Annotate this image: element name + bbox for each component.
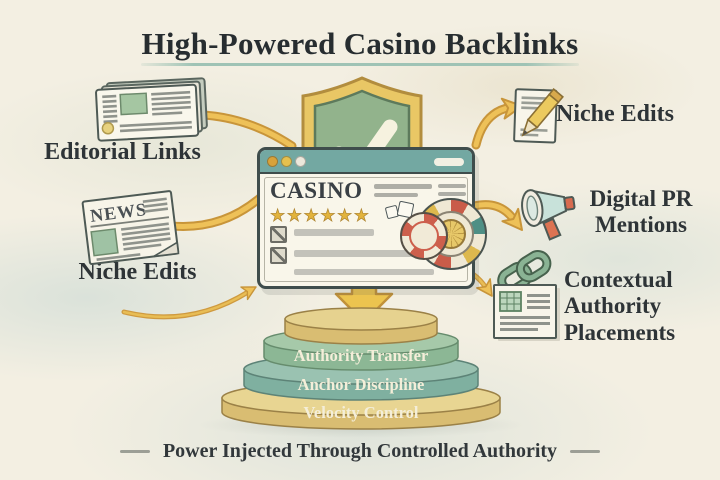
- text-placeholder: [294, 229, 374, 236]
- news-icon: NEWS: [81, 190, 180, 266]
- star-rating: ★★★★★★: [270, 206, 371, 226]
- tier-label-velocity-control: Velocity Control: [303, 403, 418, 422]
- label-digital-pr-mentions: Digital PR Mentions: [589, 186, 693, 237]
- label-contextual-authority-placements: Contextual Authority Placements: [564, 267, 676, 345]
- address-pill: [434, 158, 464, 166]
- text-placeholder: [438, 192, 466, 196]
- label-niche-edits-right: Niche Edits: [556, 101, 675, 127]
- swoosh-arrow: [121, 286, 257, 320]
- browser-content: CASINO ★★★★★★: [260, 174, 472, 286]
- browser-title-bar: [260, 150, 472, 174]
- megaphone-icon: [521, 189, 576, 241]
- tier-label-anchor-discipline: Anchor Discipline: [298, 375, 425, 394]
- caption-dash: [570, 450, 601, 453]
- caption-dash: [119, 450, 150, 453]
- casino-chip-icon: [400, 212, 448, 260]
- arrow-to-digital-pr: [469, 200, 523, 231]
- page-title: High-Powered Casino Backlinks: [141, 26, 579, 61]
- footer-caption: Power Injected Through Controlled Author…: [162, 440, 558, 462]
- window-dot-icon: [267, 156, 278, 167]
- label-editorial-links: Editorial Links: [44, 139, 201, 165]
- pyramid-top-disc: [284, 307, 438, 345]
- text-placeholder: [374, 184, 432, 189]
- checkbox-icon: [270, 226, 287, 243]
- window-dot-icon: [281, 156, 292, 167]
- tier-label-authority-transfer: Authority Transfer: [294, 346, 429, 365]
- pencil-document-icon: [513, 87, 564, 144]
- chain-link-icon: [493, 250, 560, 341]
- authority-pyramid: Authority Transfer Anchor Discipline Vel…: [221, 307, 501, 430]
- window-dot-icon: [295, 156, 306, 167]
- footer-caption-row: Power Injected Through Controlled Author…: [0, 440, 720, 463]
- text-placeholder: [438, 184, 466, 188]
- checkbox-icon: [270, 247, 287, 264]
- text-placeholder: [374, 193, 418, 197]
- browser-window: CASINO ★★★★★★: [257, 147, 487, 289]
- text-placeholder: [294, 269, 434, 275]
- arrow-to-niche-edits-right: [471, 97, 523, 150]
- newspaper-icon: [95, 77, 208, 142]
- site-logo-text: CASINO: [270, 178, 363, 203]
- title-underline: [141, 63, 579, 66]
- text-placeholder: [294, 250, 412, 257]
